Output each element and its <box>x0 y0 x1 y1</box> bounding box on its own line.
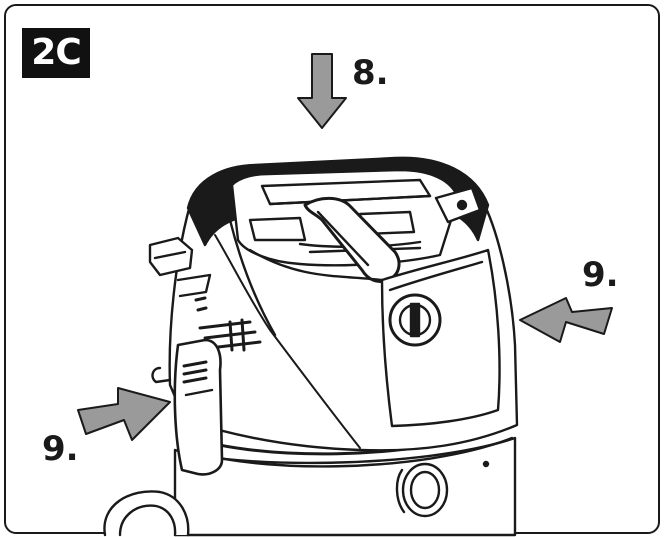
arrow-left <box>519 297 613 343</box>
side-socket <box>148 236 194 277</box>
callout-step-9-left: 9. <box>42 429 79 469</box>
callout-step-9-right: 9. <box>582 255 619 295</box>
callout-step-8: 8. <box>352 53 389 93</box>
hose-connector <box>103 490 190 537</box>
arrow-down <box>297 53 347 129</box>
figure-label: 2C <box>22 28 90 78</box>
clip-grip <box>182 360 208 384</box>
side-clip <box>173 338 224 476</box>
arrow-right <box>77 387 171 441</box>
